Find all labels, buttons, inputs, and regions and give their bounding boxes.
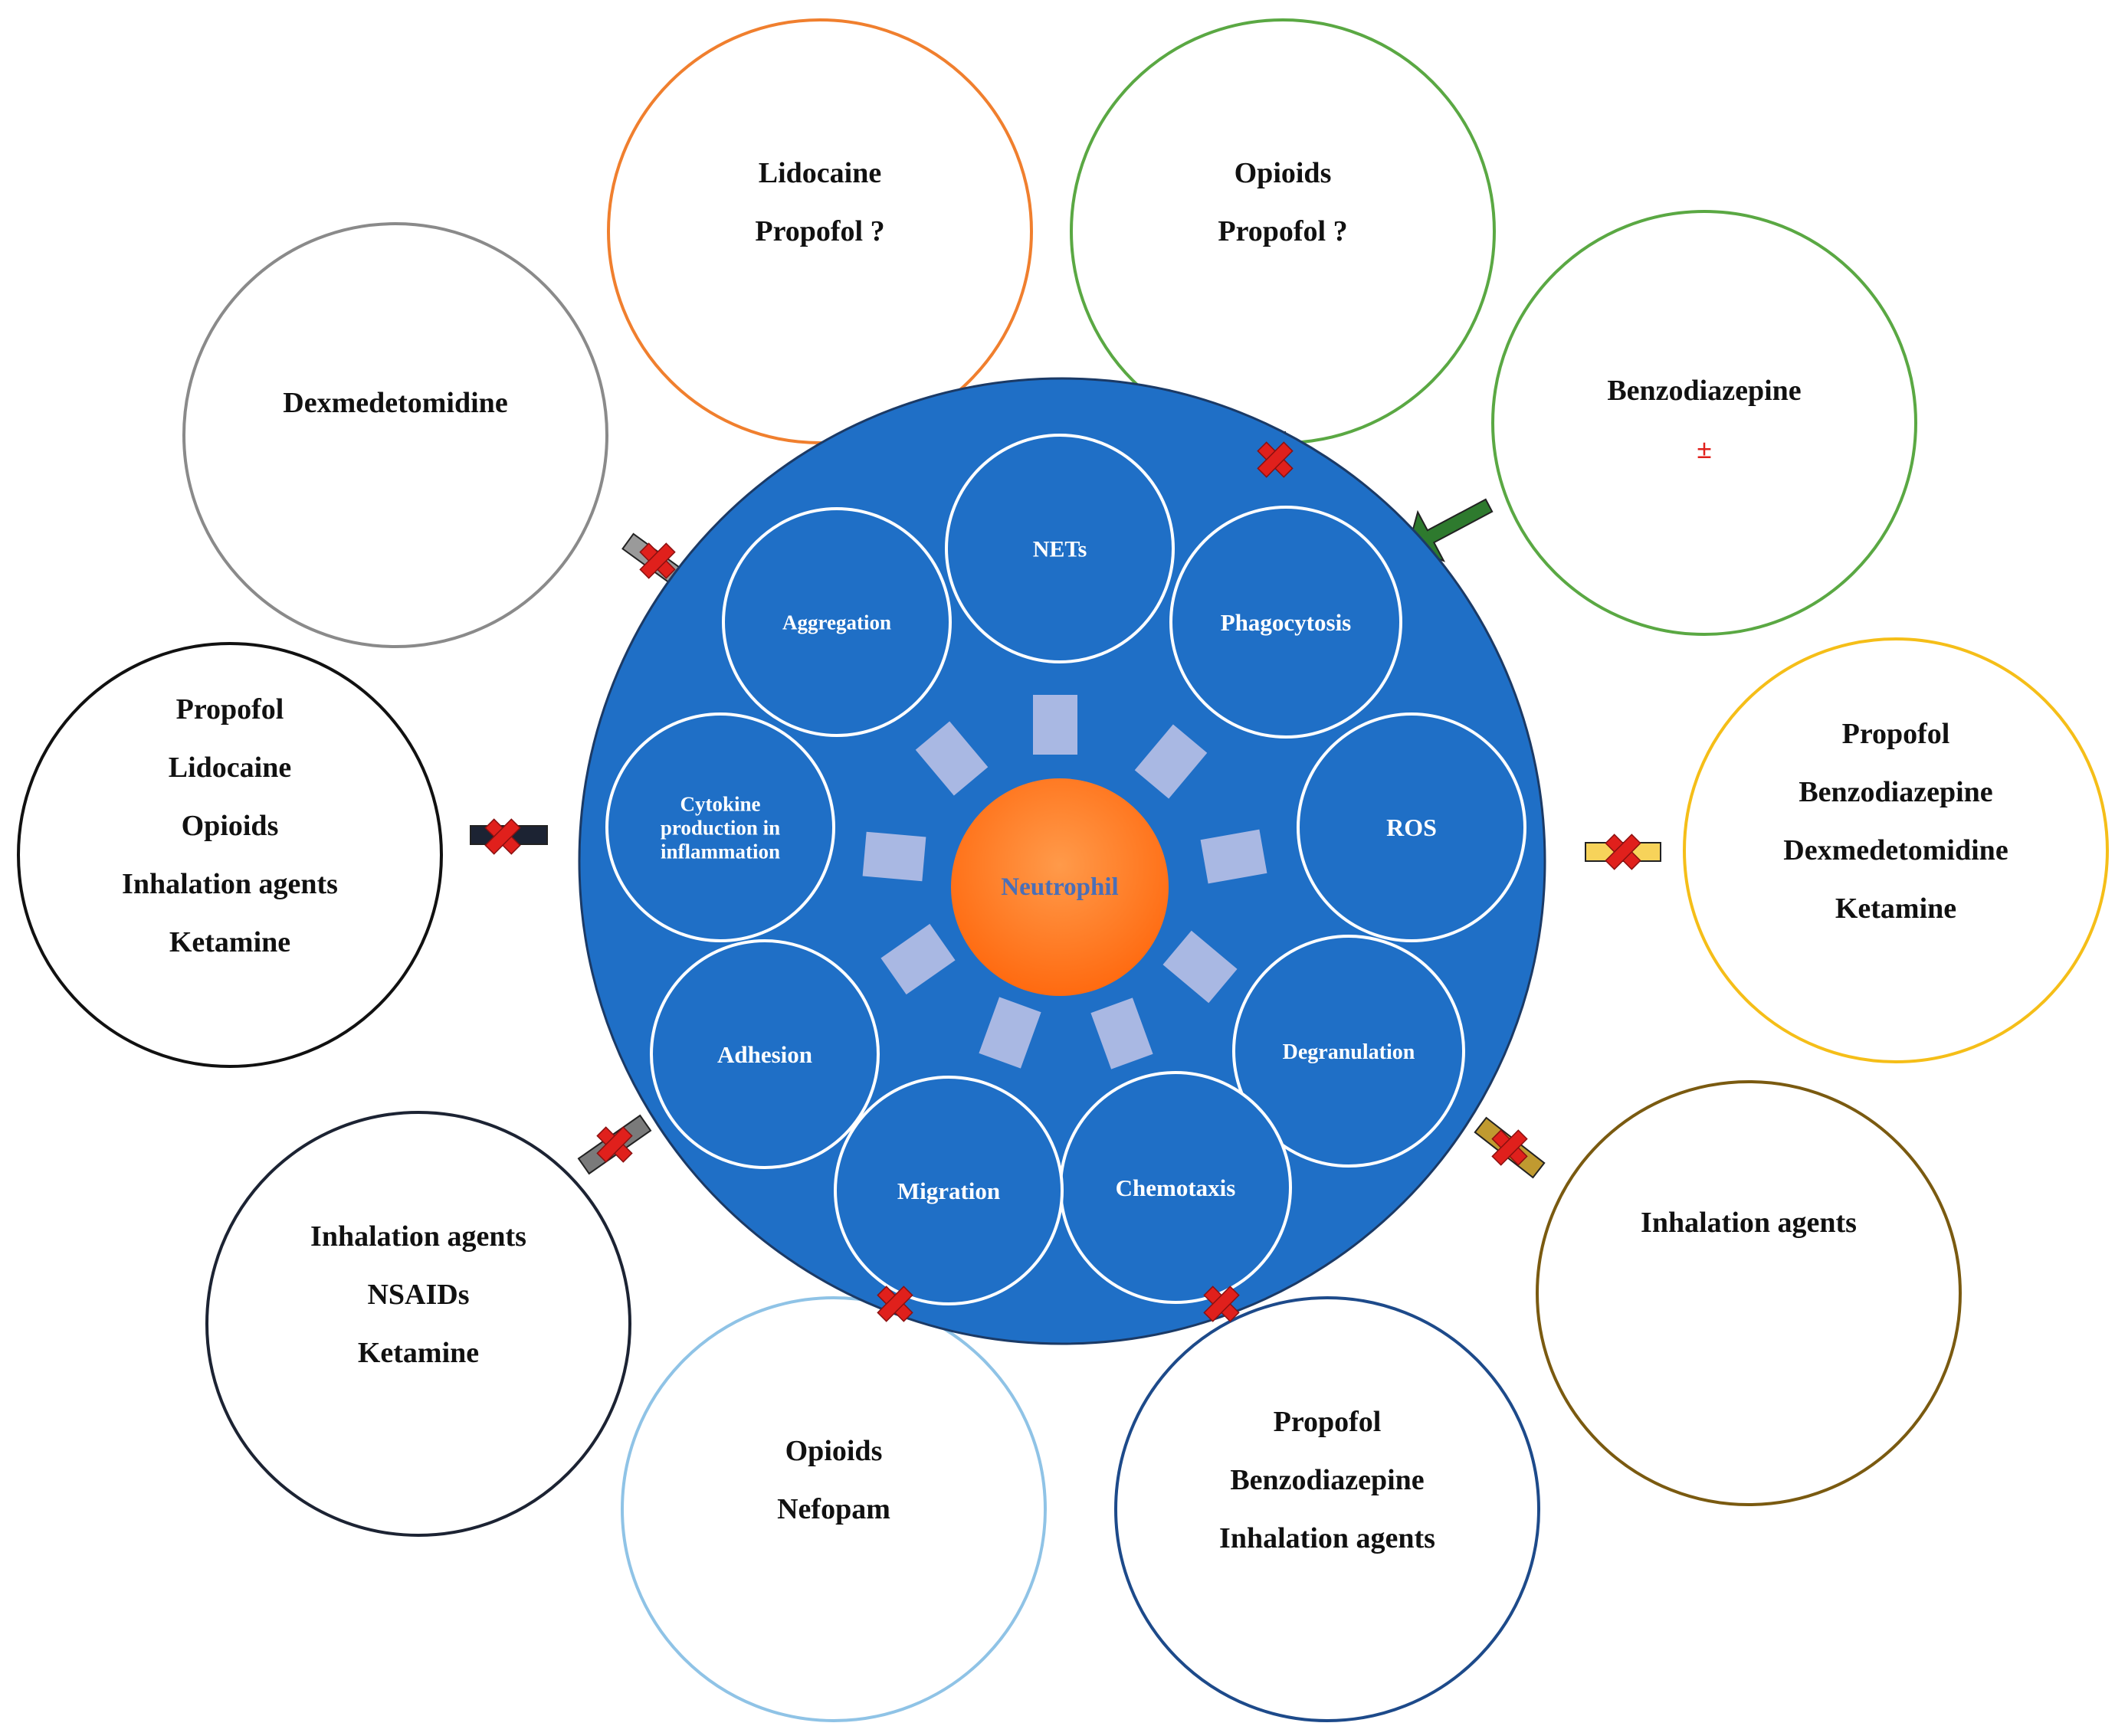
neutrophil-label: Neutrophil — [1001, 873, 1118, 901]
function-label-degranulation: Degranulation — [1283, 1040, 1415, 1064]
spokes-layer — [862, 695, 1267, 1069]
spoke — [862, 831, 926, 882]
drug-name: Inhalation agents — [310, 1220, 526, 1253]
drug-name: NSAIDs — [367, 1279, 469, 1311]
drug-name: Opioids — [182, 810, 279, 842]
drug-name: Propofol — [176, 693, 284, 726]
inhibit-x-icon — [1203, 1286, 1240, 1322]
function-nets: NETs — [945, 434, 1175, 663]
function-label-cytokine: Cytokine — [680, 792, 760, 815]
inhibit-x-icon — [639, 542, 676, 579]
function-label-aggregation: Aggregation — [782, 611, 891, 634]
drug-circle-ros — [1683, 637, 2109, 1063]
drug-name: Dexmedetomidine — [283, 387, 507, 419]
inhibit-x-icon — [1257, 441, 1294, 478]
inhibit-x-icon — [1605, 834, 1641, 870]
function-circle-migration — [834, 1076, 1064, 1305]
function-circle-phagocytosis — [1169, 506, 1402, 739]
drug-circle-migration — [621, 1296, 1047, 1722]
drug-name: Benzodiazepine — [1230, 1464, 1424, 1496]
function-circle-nets — [945, 434, 1175, 663]
drug-name: Opioids — [1235, 157, 1332, 189]
inhibit-x-icon — [1491, 1129, 1528, 1166]
function-aggregation: Aggregation — [722, 507, 952, 737]
drug-name: Opioids — [785, 1435, 883, 1467]
drug-circle-aggregation — [182, 222, 608, 648]
function-adhesion: Adhesion — [650, 939, 880, 1169]
drug-name: Ketamine — [358, 1337, 479, 1369]
spoke — [1090, 997, 1153, 1069]
drug-name: Propofol ? — [1218, 215, 1347, 247]
function-label-phagocytosis: Phagocytosis — [1221, 609, 1352, 636]
drug-circle-degranulation — [1536, 1080, 1962, 1506]
drug-name: Ketamine — [1835, 893, 1956, 925]
drug-name: Ketamine — [169, 926, 290, 958]
inhibition-marks-layer — [484, 441, 1641, 1322]
function-label-ros: ROS — [1386, 814, 1437, 841]
drug-name: Inhalation agents — [122, 868, 338, 900]
drug-name: Lidocaine — [169, 752, 291, 784]
spoke — [1162, 930, 1238, 1004]
function-migration: Migration — [834, 1076, 1064, 1305]
neutrophil-core-circle — [951, 778, 1169, 996]
function-label-chemotaxis: Chemotaxis — [1116, 1174, 1236, 1201]
drug-name: Propofol — [1274, 1406, 1382, 1438]
drug-name: Dexmedetomidine — [1783, 834, 2008, 866]
inhibit-x-icon — [596, 1126, 633, 1163]
function-degranulation: Degranulation — [1232, 935, 1465, 1168]
function-circle-ros — [1297, 712, 1526, 942]
drug-name: Benzodiazepine — [1799, 776, 1992, 808]
spoke — [1134, 724, 1208, 799]
function-label-nets: NETs — [1033, 537, 1087, 562]
inhibit-x-icon — [484, 818, 521, 855]
drug-group-phagocytosis-benzo: Benzodiazepine ± — [1491, 210, 1917, 636]
drug-group-degranulation: Inhalation agents — [1536, 1080, 1962, 1506]
drug-name: Propofol — [1842, 718, 1950, 750]
spoke — [915, 721, 989, 796]
drug-name: Inhalation agents — [1219, 1522, 1435, 1554]
function-ros: ROS — [1297, 712, 1526, 942]
drug-circle-cytokine — [17, 642, 443, 1068]
drug-group-aggregation: Dexmedetomidine — [182, 222, 608, 648]
spoke — [1200, 829, 1267, 884]
function-label-cytokine: inflammation — [661, 840, 780, 863]
drug-circle-phagocytosis-benzo — [1491, 210, 1917, 636]
neutrophil-core: Neutrophil — [951, 778, 1169, 996]
function-chemotaxis: Chemotaxis — [1059, 1071, 1292, 1304]
spoke — [1033, 695, 1077, 755]
drug-name: Benzodiazepine — [1607, 375, 1801, 407]
ambiguous-effect-note: ± — [1697, 434, 1712, 464]
drug-name: Propofol ? — [755, 215, 884, 247]
function-label-adhesion: Adhesion — [717, 1041, 812, 1068]
drug-name: Nefopam — [777, 1493, 890, 1525]
function-phagocytosis: Phagocytosis — [1169, 506, 1402, 739]
function-circle-adhesion — [650, 939, 880, 1169]
function-circle-cytokine — [605, 712, 835, 942]
function-label-cytokine: production in — [661, 816, 780, 839]
drug-name: Lidocaine — [759, 157, 881, 189]
drug-circle-chemotaxis — [1114, 1296, 1540, 1722]
drug-group-ros: PropofolBenzodiazepineDexmedetomidineKet… — [1683, 637, 2109, 1063]
function-circle-aggregation — [722, 507, 952, 737]
drug-name: Inhalation agents — [1641, 1207, 1857, 1239]
inhibit-x-icon — [877, 1286, 913, 1322]
function-label-migration: Migration — [897, 1178, 1000, 1204]
drug-circle-adhesion — [205, 1111, 631, 1537]
spoke — [880, 923, 956, 995]
spoke — [979, 997, 1041, 1069]
function-circle-degranulation — [1232, 935, 1465, 1168]
